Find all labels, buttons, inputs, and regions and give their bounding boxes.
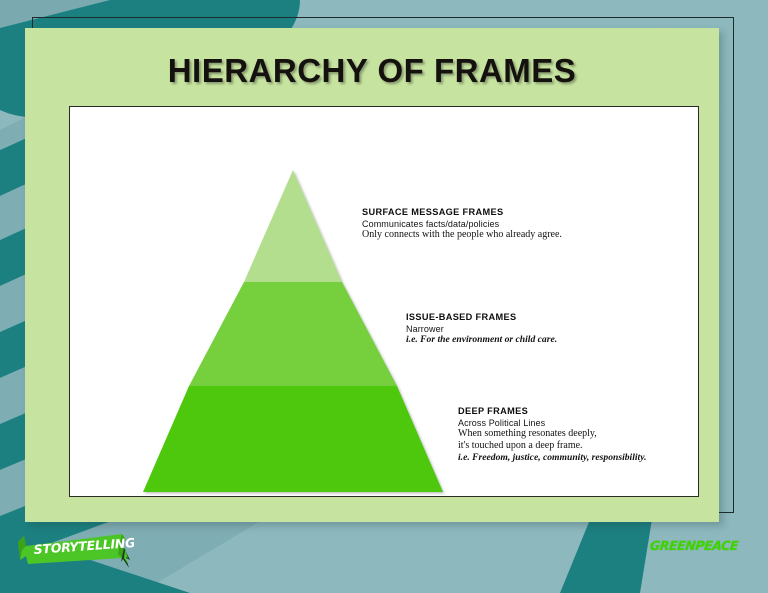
tier-caption-issue: ISSUE-BASED FRAMES Narrower i.e. For the… [406, 312, 557, 346]
tier-line-deep-1: Across Political Lines [458, 417, 546, 428]
pyramid-diagram [143, 170, 443, 492]
page-title: HIERARCHY OF FRAMES [167, 52, 577, 89]
tier-line-surface-1: Communicates facts/data/policies [362, 218, 500, 229]
tier-heading-deep: DEEP FRAMES [458, 406, 529, 416]
pyramid-tier-deep [143, 386, 443, 492]
storytelling-logo: STORYTELLING [18, 534, 134, 568]
storytelling-logo-text: STORYTELLING [33, 535, 134, 557]
content-panel: SURFACE MESSAGE FRAMES Communicates fact… [69, 106, 699, 497]
tier-line-deep-4: i.e. Freedom, justice, community, respon… [458, 452, 647, 464]
tier-line-deep-2: When something resonates deeply, [458, 428, 597, 440]
pyramid-tier-surface [244, 170, 342, 282]
tier-caption-deep: DEEP FRAMES Across Political Lines When … [458, 406, 647, 463]
slide-card: HIERARCHY OF FRAMES SURFACE MESSAGE FRAM… [25, 28, 719, 522]
tier-line-issue-2: i.e. For the environment or child care. [406, 334, 558, 346]
tier-heading-issue: ISSUE-BASED FRAMES [406, 312, 517, 322]
greenpeace-logo: GREENPEACE [649, 538, 739, 553]
tier-line-issue-1: Narrower [406, 323, 444, 334]
tier-line-surface-2: Only connects with the people who alread… [362, 229, 562, 241]
tier-line-deep-3: it's touched upon a deep frame. [458, 440, 583, 452]
pyramid-tier-issue [189, 282, 397, 386]
tier-caption-surface: SURFACE MESSAGE FRAMES Communicates fact… [362, 207, 562, 241]
tier-heading-surface: SURFACE MESSAGE FRAMES [362, 207, 504, 217]
